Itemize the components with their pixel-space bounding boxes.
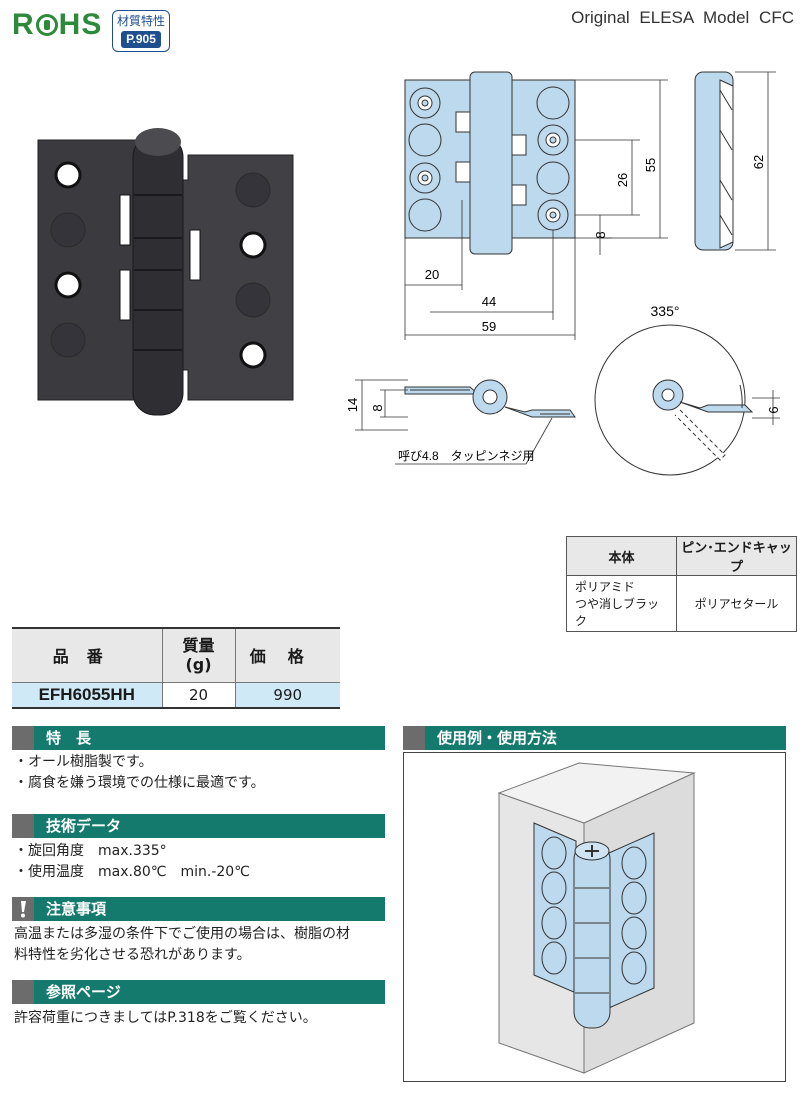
dim-20: 20 bbox=[425, 267, 439, 282]
reference-heading: 参照ページ bbox=[12, 980, 385, 1004]
table-row: EFH6055HH 20 990 bbox=[12, 682, 340, 708]
tech-heading: 技術データ bbox=[12, 814, 385, 838]
price-header-weight-1: 質量 bbox=[182, 636, 215, 656]
caution-title: 注意事項 bbox=[46, 900, 107, 918]
dim-44: 44 bbox=[482, 294, 496, 309]
caution-text: 高温または多湿の条件下でご使用の場合は、樹脂の材 料特性を劣化させる恐れがありま… bbox=[14, 924, 389, 966]
features-heading: 特 長 bbox=[12, 726, 385, 750]
material-body-line1: ポリアミド bbox=[575, 580, 635, 594]
material-property-badge[interactable]: 材質特性 P.905 bbox=[112, 10, 170, 52]
material-badge-page: P.905 bbox=[121, 31, 161, 48]
usage-illustration-box bbox=[403, 752, 786, 1082]
list-item: ・オール樹脂製です。 bbox=[14, 754, 153, 770]
price-value: 990 bbox=[235, 682, 340, 708]
list-item: ・使用温度 max.80℃ min.-20℃ bbox=[14, 864, 250, 880]
price-table: 品番 質量 (g) 価格 EFH6055HH 20 990 bbox=[12, 627, 340, 709]
usage-illustration bbox=[497, 762, 696, 1074]
material-header-body: 本体 bbox=[566, 536, 677, 576]
product-photo bbox=[37, 128, 294, 416]
list-item: ・腐食を嫌う環境での仕様に最適です。 bbox=[14, 775, 265, 791]
part-number[interactable]: EFH6055HH bbox=[12, 682, 163, 708]
dim-62: 62 bbox=[751, 155, 766, 169]
weight-value: 20 bbox=[162, 682, 236, 708]
reference-text[interactable]: 許容荷重につきましてはP.318をご覧ください。 bbox=[14, 1010, 317, 1026]
dim-6: 6 bbox=[766, 406, 781, 413]
dim-8b: 8 bbox=[370, 404, 385, 411]
material-body-cell: ポリアミド つや消しブラック bbox=[566, 575, 677, 632]
dim-8: 8 bbox=[593, 231, 608, 238]
top-view bbox=[404, 379, 576, 418]
price-header-weight: 質量 (g) bbox=[162, 628, 236, 683]
rotation-angle: 335° bbox=[651, 303, 680, 319]
caution-text-line1: 高温または多湿の条件下でご使用の場合は、樹脂の材 bbox=[14, 926, 350, 942]
material-badge-label: 材質特性 bbox=[116, 14, 165, 28]
material-header-pin: ピン･エンドキャップ bbox=[676, 536, 797, 576]
screw-note: 呼び4.8 タッピンネジ用 bbox=[398, 449, 534, 463]
price-header-part: 品番 bbox=[12, 628, 163, 683]
features-list: ・オール樹脂製です。 ・腐食を嫌う環境での仕様に最適です。 bbox=[14, 752, 265, 794]
caution-heading: 注意事項 bbox=[12, 897, 385, 921]
material-body-line2: つや消しブラック bbox=[575, 597, 660, 628]
dim-55: 55 bbox=[643, 158, 658, 172]
warning-icon bbox=[21, 901, 26, 918]
rotation-view bbox=[594, 324, 754, 476]
tech-list: ・旋回角度 max.335° ・使用温度 max.80℃ min.-20℃ bbox=[14, 841, 250, 883]
material-table: 本体 ピン･エンドキャップ ポリアミド つや消しブラック ポリアセタール bbox=[566, 536, 797, 632]
side-view bbox=[694, 71, 734, 251]
material-pin-cell: ポリアセタール bbox=[676, 575, 797, 632]
price-header-price: 価格 bbox=[235, 628, 340, 683]
model-title: Original ELESA Model CFC bbox=[571, 8, 794, 27]
price-header-weight-2: (g) bbox=[185, 655, 212, 675]
dim-26: 26 bbox=[615, 173, 630, 187]
usage-heading: 使用例・使用方法 bbox=[403, 726, 786, 750]
caution-text-line2: 料特性を劣化させる恐れがあります。 bbox=[14, 947, 251, 963]
dim-14: 14 bbox=[345, 398, 360, 412]
front-view bbox=[404, 71, 576, 255]
list-item: ・旋回角度 max.335° bbox=[14, 843, 167, 859]
dim-59: 59 bbox=[482, 319, 496, 334]
technical-drawing: 55 26 8 20 44 59 62 14 8 呼び4.8 タッピン bbox=[345, 71, 781, 476]
